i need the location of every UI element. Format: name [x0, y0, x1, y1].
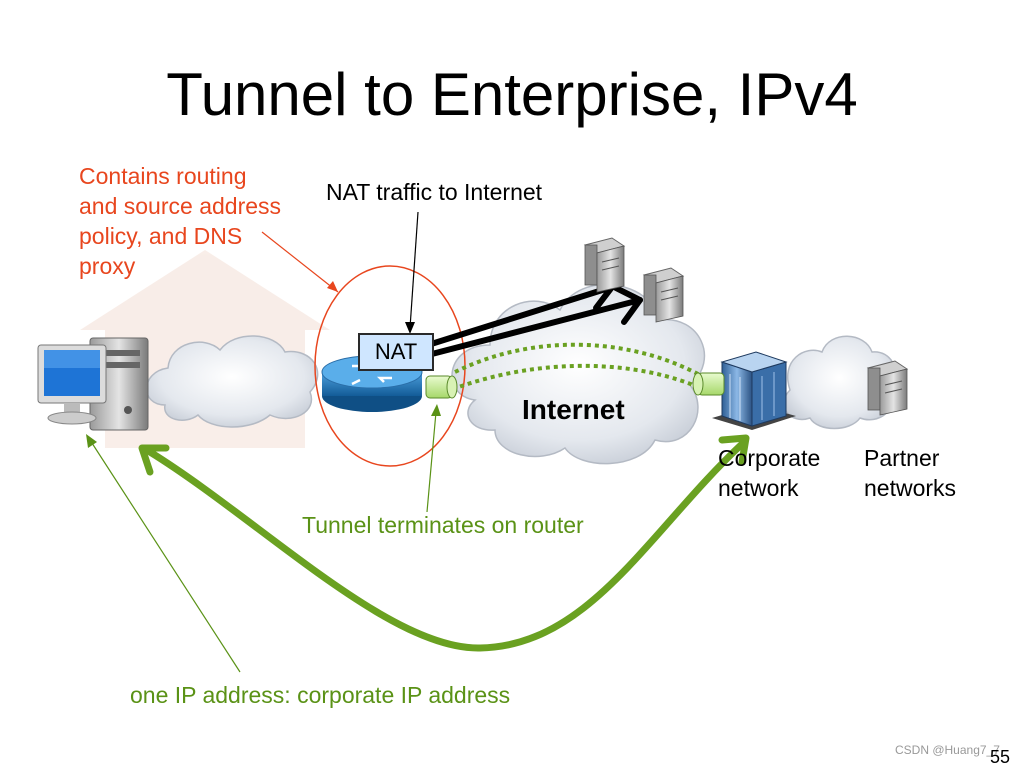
server-icon: [642, 267, 685, 323]
routing-policy-line: policy, and DNS: [79, 223, 243, 249]
partner-line: Partner: [864, 445, 940, 471]
routing-pointer: [261, 231, 339, 293]
cloud-icon: [145, 335, 319, 428]
tunnel-lines: [444, 342, 707, 394]
corporate-network-label: Corporate network: [718, 443, 820, 503]
computer-icon: [37, 337, 149, 431]
tunnel-double-arrow: [138, 434, 750, 652]
server-icon: [583, 237, 626, 293]
routing-policy-line: Contains routing: [79, 163, 247, 189]
tunnel-terminate-pointer: [426, 411, 437, 513]
nat-box: NAT: [358, 333, 434, 371]
nat-label-pointer: [409, 211, 419, 329]
one-ip-pointer: [89, 439, 241, 673]
tunnel-endpoint-icon: [425, 375, 458, 399]
routing-policy-line: proxy: [79, 253, 136, 279]
slide-title: Tunnel to Enterprise, IPv4: [166, 61, 858, 128]
one-ip-label: one IP address: corporate IP address: [130, 682, 511, 708]
partner-line: networks: [864, 475, 957, 501]
tunnel-endpoint-icon: [692, 372, 725, 396]
tunnel-terminates-label: Tunnel terminates on router: [302, 512, 584, 538]
internet-label: Internet: [522, 394, 625, 425]
nat-traffic-label: NAT traffic to Internet: [326, 179, 543, 205]
server-icon: [866, 360, 909, 416]
corporate-line: Corporate: [718, 445, 821, 471]
corporate-line: network: [718, 475, 799, 501]
building-icon: [712, 351, 796, 430]
routing-policy-note: Contains routing and source address poli…: [79, 161, 281, 281]
router-icon: [321, 355, 423, 412]
partner-networks-label: Partner networks: [864, 443, 956, 503]
page-number: 55: [990, 747, 1011, 767]
routing-policy-line: and source address: [79, 193, 282, 219]
watermark: CSDN @Huang7_7: [895, 743, 1000, 757]
